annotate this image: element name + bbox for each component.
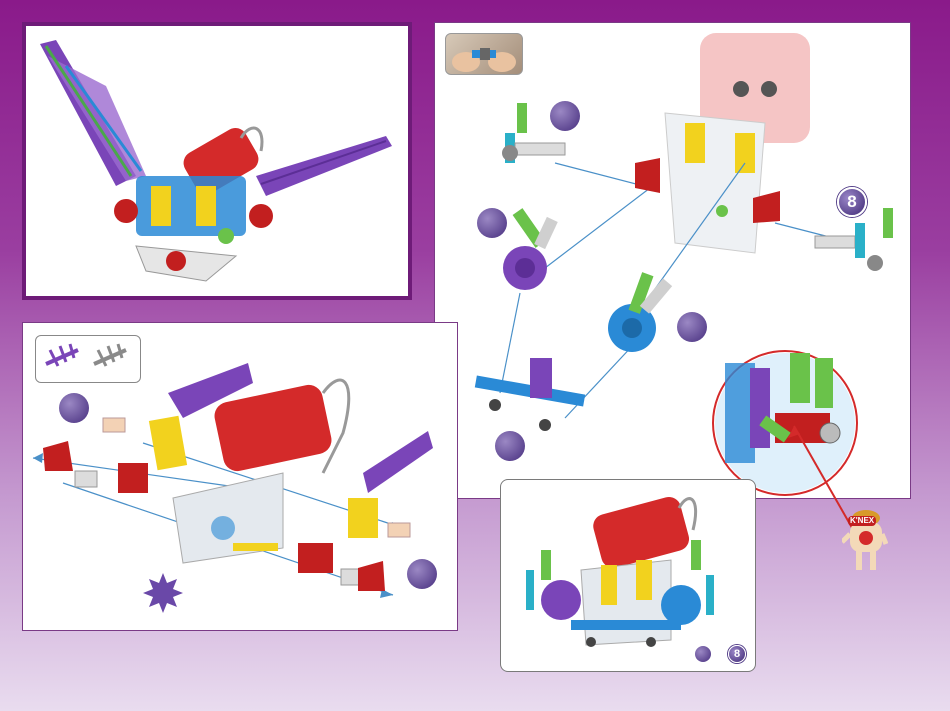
step-8-illustration	[435, 23, 912, 500]
wing-assembly-panel	[22, 322, 458, 631]
step-circle	[677, 312, 707, 342]
finished-model-illustration	[26, 26, 408, 296]
step-result-panel: 8	[500, 479, 756, 672]
step-result-illustration	[501, 480, 757, 673]
knex-logo: K'NEX	[848, 516, 876, 526]
step-number-badge: 8	[728, 645, 746, 663]
wing-assembly-illustration	[23, 323, 459, 632]
step-circle	[59, 393, 89, 423]
step-circle	[407, 559, 437, 589]
step-number-badge: 8	[837, 187, 867, 217]
knex-mascot-icon: K'NEX	[842, 504, 888, 574]
step-8-panel: 8	[434, 22, 911, 499]
step-circle	[495, 431, 525, 461]
purple-starburst-icon	[143, 573, 183, 613]
finished-model-panel	[22, 22, 412, 300]
step-circle	[550, 101, 580, 131]
step-circle	[695, 646, 711, 662]
step-circle	[477, 208, 507, 238]
